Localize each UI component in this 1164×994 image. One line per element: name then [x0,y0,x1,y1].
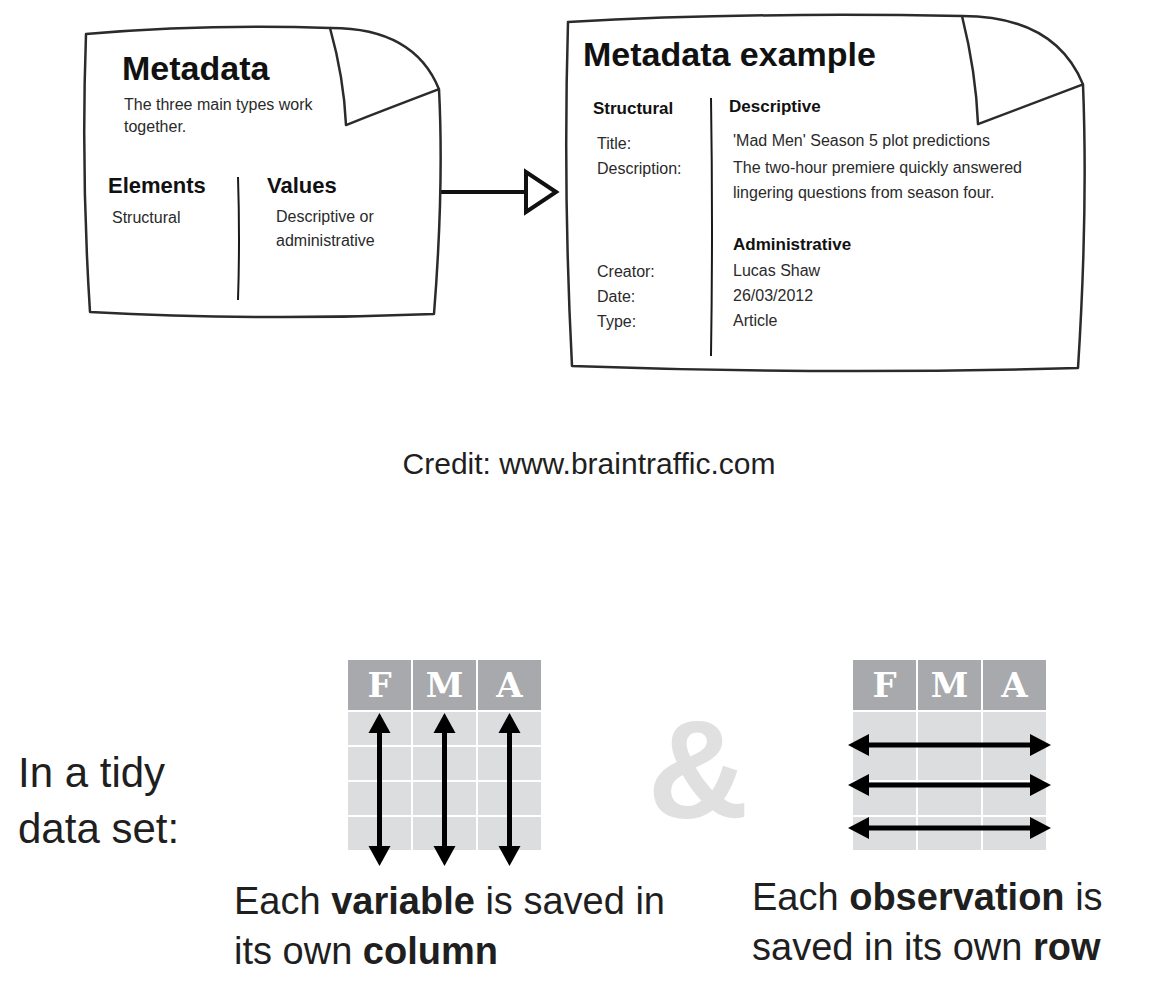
arrow-head [434,713,456,733]
arrow-head [369,846,391,866]
arrow-shaft [507,728,512,850]
arrow-shaft [865,743,1034,748]
header-cell [413,660,476,710]
field-value: 26/03/2012 [733,285,813,307]
arrow-shaft [865,826,1034,831]
ampersand-symbol: & [642,700,754,840]
arrow-head [848,774,869,796]
doc-heading: Metadata [122,48,269,88]
column-letter: A [478,662,541,708]
column-heading: Values [267,172,337,200]
caption-text: Each variable is saved in its own column [234,876,666,976]
arrow-head [1030,817,1051,839]
table-icon: FMA [853,660,1046,850]
divider-line [238,177,239,300]
arrow-head [848,734,869,756]
emphasis-word: variable [331,880,475,922]
arrow-shaft [865,783,1034,788]
header-cell [478,660,541,710]
arrow-head [1030,734,1051,756]
column-heading: Structural [593,98,673,120]
page-fold [962,16,1083,84]
body-cell [918,817,981,850]
column-text: Structural [112,207,180,229]
page-outline [566,15,1084,371]
doc-subtitle: The three main types work together. [124,94,314,138]
column-letter: M [918,662,981,708]
arrow-shaft [440,190,526,194]
field-name: Creator: [597,261,655,283]
field-value: Article [733,310,777,332]
field-name: Title: [597,133,631,155]
field-name: Description: [597,158,681,180]
divider-line [711,98,712,356]
arrow-shaft [377,728,382,850]
field-value: The two-hour premiere quickly answered l… [733,155,1023,205]
column-letter: F [348,662,411,708]
caption-text: Each observation is saved in its own row [752,872,1157,972]
metadata-document: MetadataThe three main types work togeth… [80,22,442,322]
header-cell [853,660,916,710]
column-heading: Descriptive [729,96,821,118]
arrow-head [526,172,556,212]
credit-line: Credit: www.braintraffic.com [300,446,878,482]
header-cell [918,660,981,710]
arrow-head [499,846,521,866]
page-fold [330,28,439,89]
column-letter: M [413,662,476,708]
field-value: 'Mad Men' Season 5 plot predictions [733,130,990,152]
column-letter: A [983,662,1046,708]
emphasis-word: observation [849,876,1064,918]
emphasis-word: row [1033,926,1101,968]
arrow-head [369,713,391,733]
field-name: Date: [597,286,635,308]
header-cell [348,660,411,710]
body-cell [918,712,981,745]
heading-text: In a tidy data set: [18,745,233,857]
flow-arrow [440,172,556,212]
table-icon: FMA [348,660,541,850]
field-name: Type: [597,311,636,333]
column-heading: Elements [108,172,206,200]
header-cell [983,660,1046,710]
arrow-head [1030,774,1051,796]
arrow-head [848,817,869,839]
body-cell [918,747,981,780]
column-letter: F [853,662,916,708]
example-document: Metadata exampleStructural DescriptiveTit… [562,10,1086,376]
arrow-head [499,713,521,733]
column-text: Descriptive or administrative [276,205,426,253]
column-heading: Administrative [733,234,851,256]
doc-heading: Metadata example [583,34,876,74]
arrow-shaft [442,728,447,850]
field-value: Lucas Shaw [733,260,820,282]
arrow-head [434,846,456,866]
emphasis-word: column [363,930,498,972]
page-outline [84,27,440,317]
